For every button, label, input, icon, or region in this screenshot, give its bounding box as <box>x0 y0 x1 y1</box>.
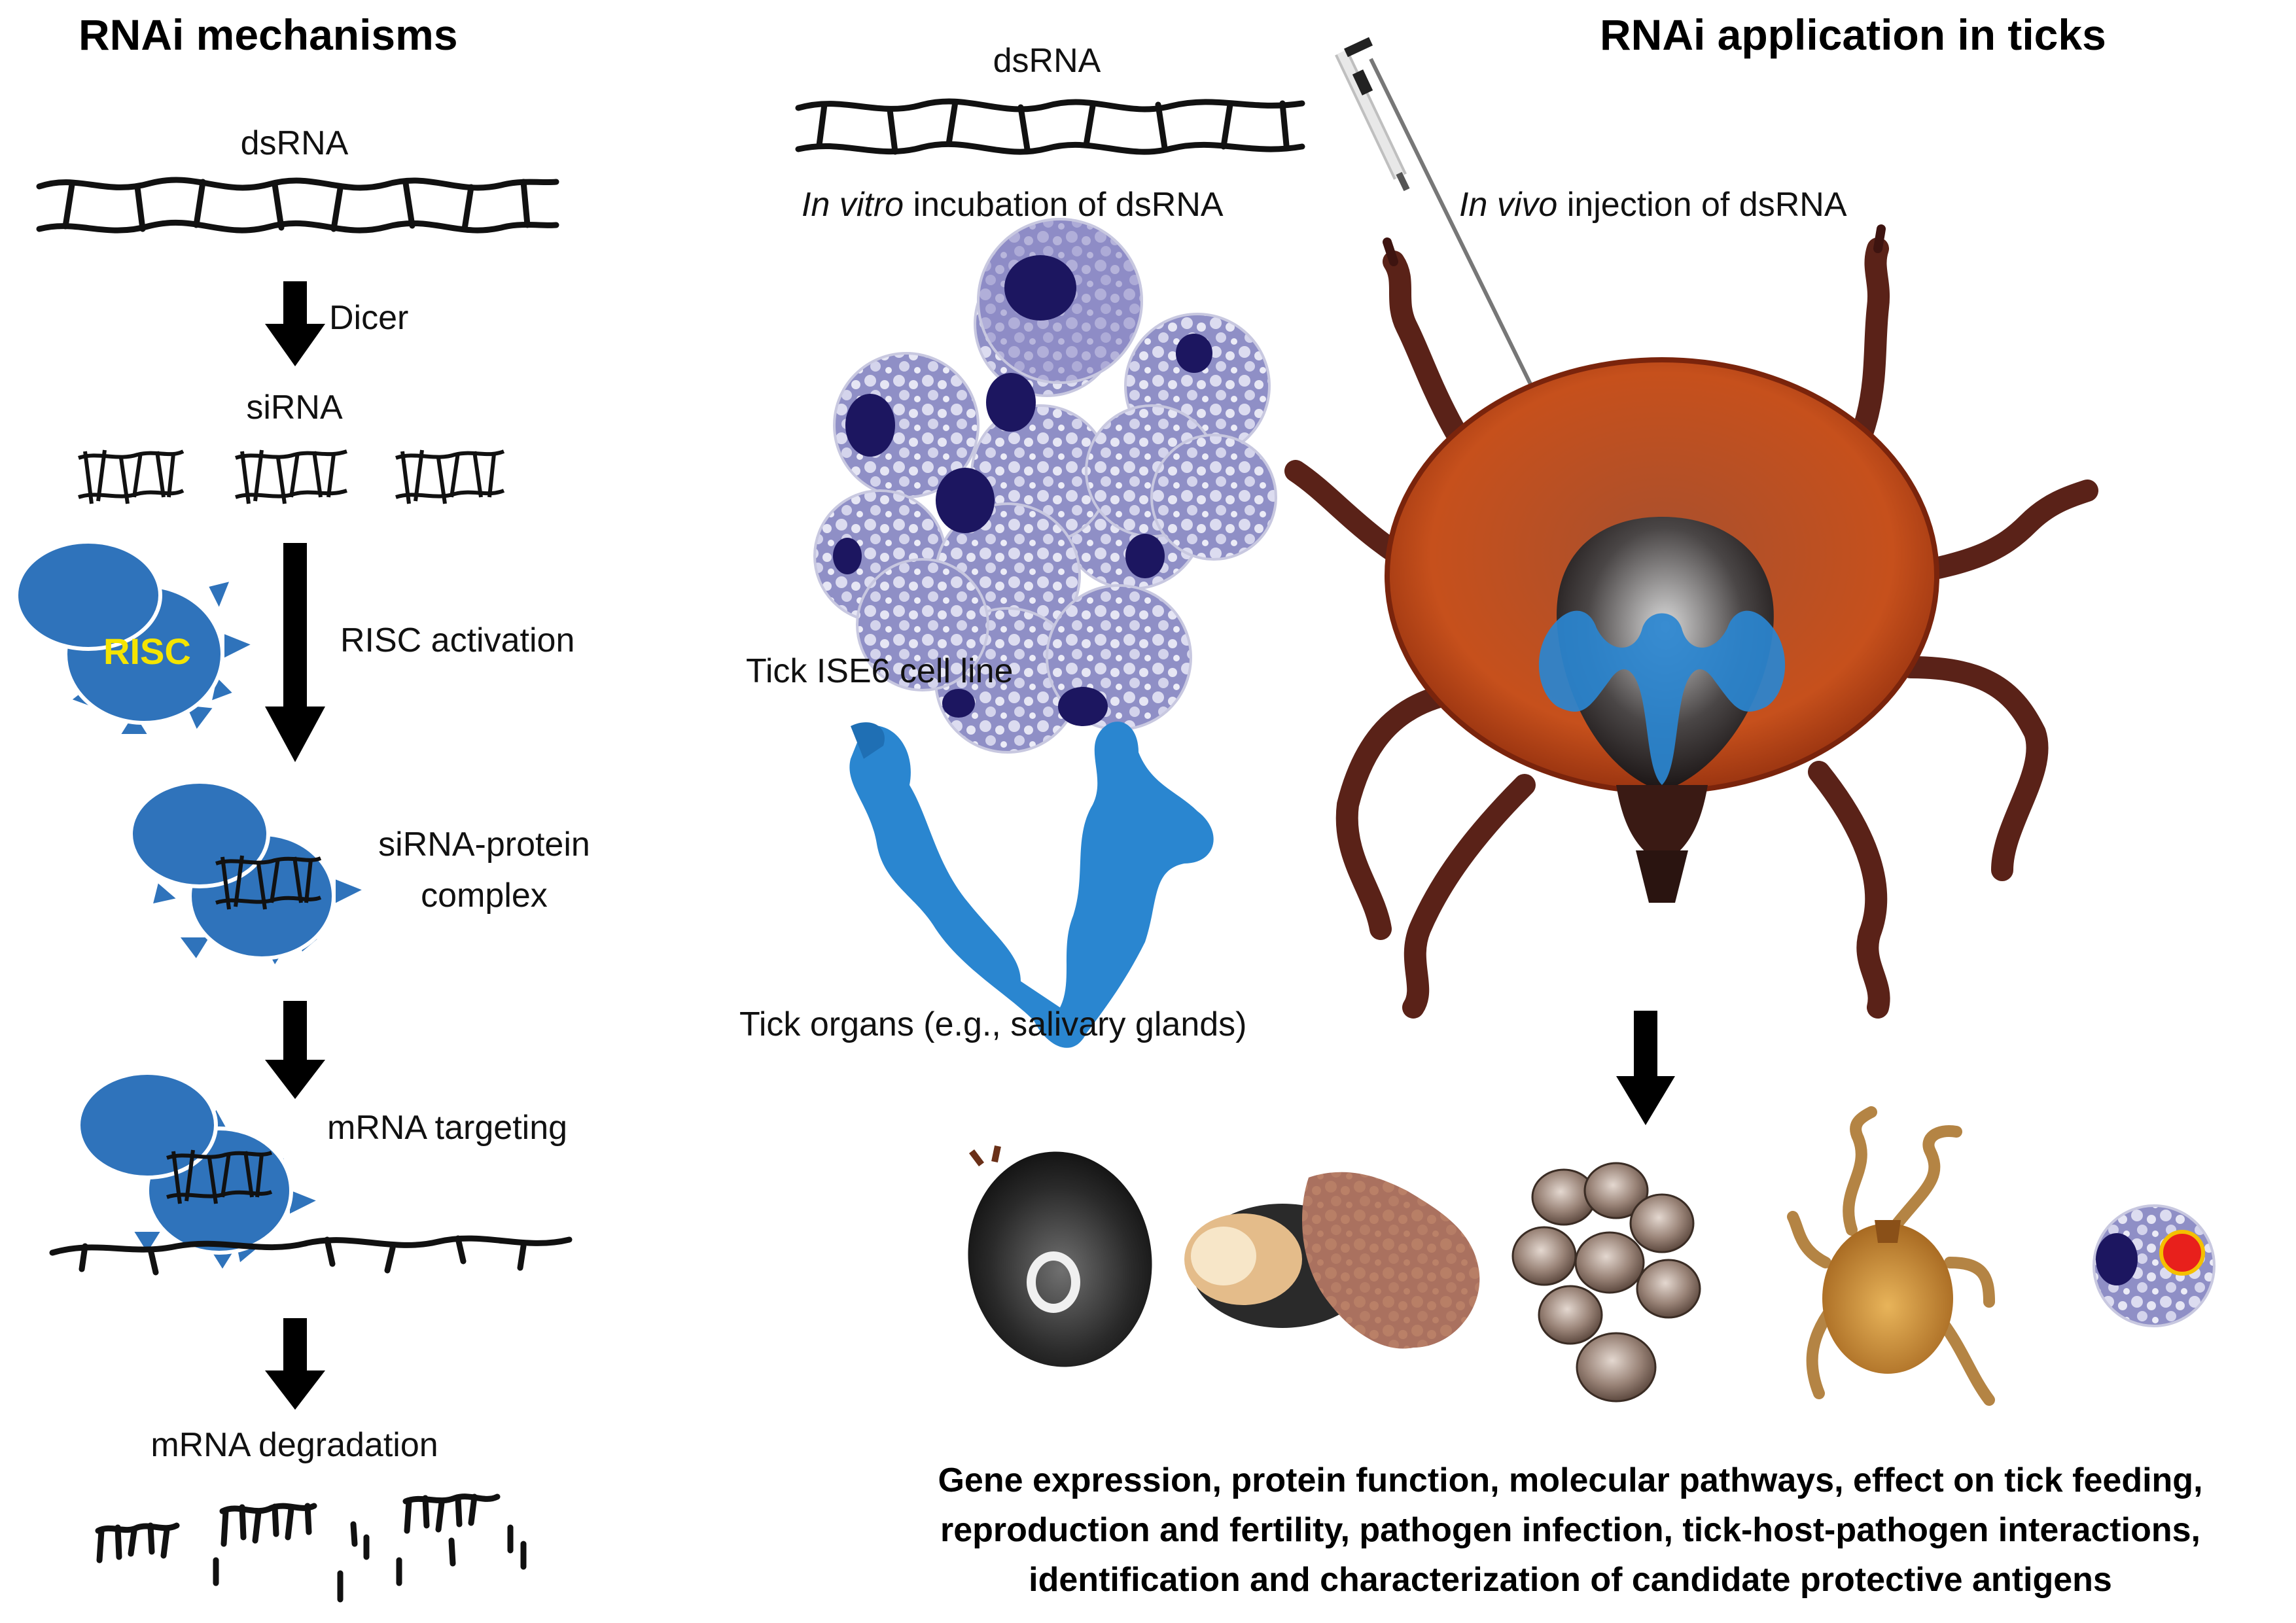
tick-larva-image <box>1787 1106 1995 1406</box>
outcomes-caption-line2: reproduction and fertility, pathogen inf… <box>940 1511 2200 1549</box>
dsrna-molecule-left <box>36 177 559 234</box>
in-vivo-label: In vivo injection of dsRNA <box>1459 184 1847 225</box>
complex-label-line1: siRNA-protein <box>378 826 590 864</box>
sirna-protein-complex <box>129 780 372 972</box>
mrna-targeting-complex <box>49 1071 573 1276</box>
arrow-dicer <box>265 281 325 366</box>
arrow-mrna-targeting <box>265 1001 325 1099</box>
mrna-degradation-label: mRNA degradation <box>150 1426 438 1464</box>
oviposition-image <box>1184 1172 1480 1349</box>
syringe <box>1335 37 1549 420</box>
outcomes-caption-line3: identification and characterization of c… <box>1029 1561 2112 1599</box>
dicer-label: Dicer <box>329 299 409 337</box>
dsrna-label-left: dsRNA <box>240 124 349 162</box>
left-panel-title: RNAi mechanisms <box>79 10 458 59</box>
engorged-tick-image <box>968 1145 1152 1367</box>
mrna-targeting-label: mRNA targeting <box>327 1109 568 1147</box>
risc-label: RISC <box>103 631 191 672</box>
in-vivo-rest: injection of dsRNA <box>1557 186 1847 224</box>
right-panel-title: RNAi application in ticks <box>1600 10 2106 59</box>
arrow-application-outcomes <box>1616 1011 1675 1125</box>
outcomes-caption: Gene expression, protein function, molec… <box>851 1456 2290 1605</box>
tick-eggs-image <box>1511 1162 1701 1403</box>
risc-activation-label: RISC activation <box>340 621 575 659</box>
sirna-fragments <box>78 449 505 504</box>
arrow-risc-activation <box>265 543 325 762</box>
arrow-mrna-degradation <box>265 1318 325 1410</box>
infected-cell-image <box>2093 1204 2216 1327</box>
outcomes-caption-line1: Gene expression, protein function, molec… <box>938 1461 2203 1499</box>
sirna-label: siRNA <box>246 389 343 427</box>
degraded-mrna-fragments <box>95 1493 527 1603</box>
in-vitro-label: In vitro incubation of dsRNA <box>802 184 1224 225</box>
in-vivo-italic: In vivo <box>1459 186 1558 224</box>
cell-nuclei <box>833 255 1212 726</box>
organs-label: Tick organs (e.g., salivary glands) <box>739 1005 1247 1043</box>
in-vitro-rest: incubation of dsRNA <box>904 186 1224 224</box>
complex-label-line2: complex <box>421 877 548 915</box>
salivary-glands <box>849 722 1214 1048</box>
dsrna-molecule-right <box>795 98 1305 155</box>
in-vitro-italic: In vitro <box>802 186 904 224</box>
adult-tick <box>1284 224 2098 1019</box>
risc-complex <box>14 540 260 738</box>
cell-line-label: Tick ISE6 cell line <box>746 652 1014 690</box>
dsrna-label-right: dsRNA <box>993 42 1101 80</box>
